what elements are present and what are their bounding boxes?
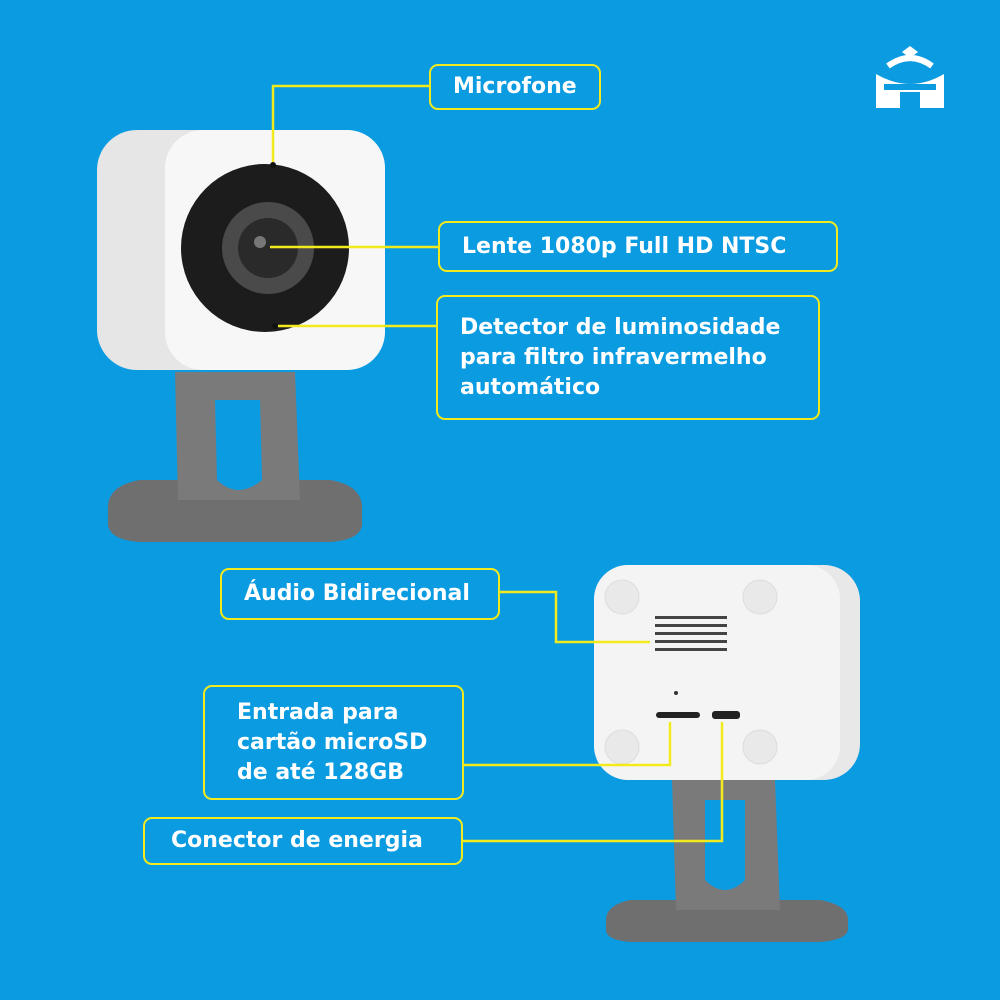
callout-light-sensor: Detector de luminosidade para filtro inf… bbox=[436, 295, 820, 420]
callout-microphone: Microfone bbox=[429, 64, 601, 110]
callout-audio: Áudio Bidirecional bbox=[220, 568, 500, 620]
back-camera bbox=[594, 565, 860, 942]
callout-microsd: Entrada para cartão microSD de até 128GB bbox=[203, 685, 464, 800]
callout-power: Conector de energia bbox=[143, 817, 463, 865]
callout-lines bbox=[270, 84, 724, 843]
callout-lens: Lente 1080p Full HD NTSC bbox=[438, 221, 838, 272]
front-camera bbox=[97, 130, 385, 542]
brand-logo bbox=[872, 44, 948, 114]
